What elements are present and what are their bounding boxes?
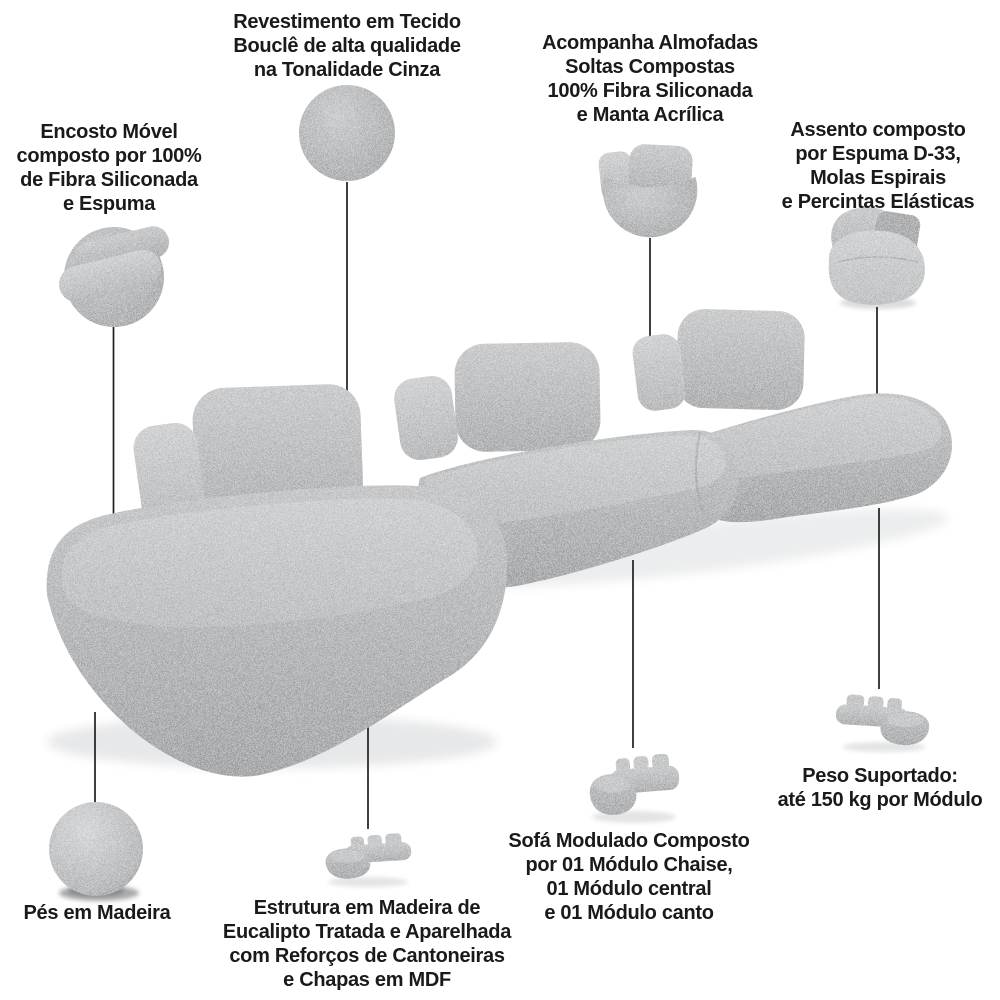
module-chaise [46, 384, 508, 777]
backrest-cushion [676, 309, 805, 410]
callout-label-encosto: Encosto Móvel composto por 100% de Fibra… [16, 121, 202, 215]
module-body [828, 230, 925, 305]
sofa-main-render [46, 309, 952, 777]
mini-sofa-icon-mirrored [835, 694, 930, 746]
seat-corner-module-detail [828, 207, 925, 305]
seat-top-face [61, 498, 478, 628]
callout-lines [94, 182, 880, 829]
seat-top-face [425, 434, 727, 524]
backrest-bolsters-detail-circle [59, 226, 170, 327]
bolster-cushion [59, 249, 161, 303]
callout-label-pes: Pés em Madeira [23, 902, 171, 924]
backrest-cushion-small [394, 375, 458, 461]
callout-label-almofadas: Acompanha Almofadas Soltas Compostas 100… [542, 32, 758, 126]
detail-seat-half-disc [602, 177, 698, 238]
callout-label-revestimento: Revestimento em Tecido Bouclê de alta qu… [233, 11, 461, 81]
module-seam [837, 256, 919, 263]
callout-label-peso: Peso Suportado: até 150 kg por Módulo [777, 765, 983, 811]
mini-sofa-icon [589, 753, 680, 815]
seat-top-face [698, 396, 942, 478]
callout-label-modulos: Sofá Modulado Composto por 01 Módulo Cha… [508, 830, 750, 924]
module-canto [632, 309, 952, 523]
module-seam [694, 431, 705, 515]
loose-cushions-detail-circle [598, 144, 698, 238]
callout-label-estrutura: Estrutura em Madeira de Eucalipto Tratad… [222, 897, 512, 991]
backrest-cushion [454, 342, 601, 452]
fabric-swatch-circle [299, 85, 395, 181]
round-foot-detail-circle [49, 802, 143, 896]
mini-sofa-icon [325, 833, 412, 879]
callout-label-assento: Assento composto por Espuma D-33, Molas … [781, 119, 975, 213]
backrest-cushion-small [632, 334, 686, 411]
